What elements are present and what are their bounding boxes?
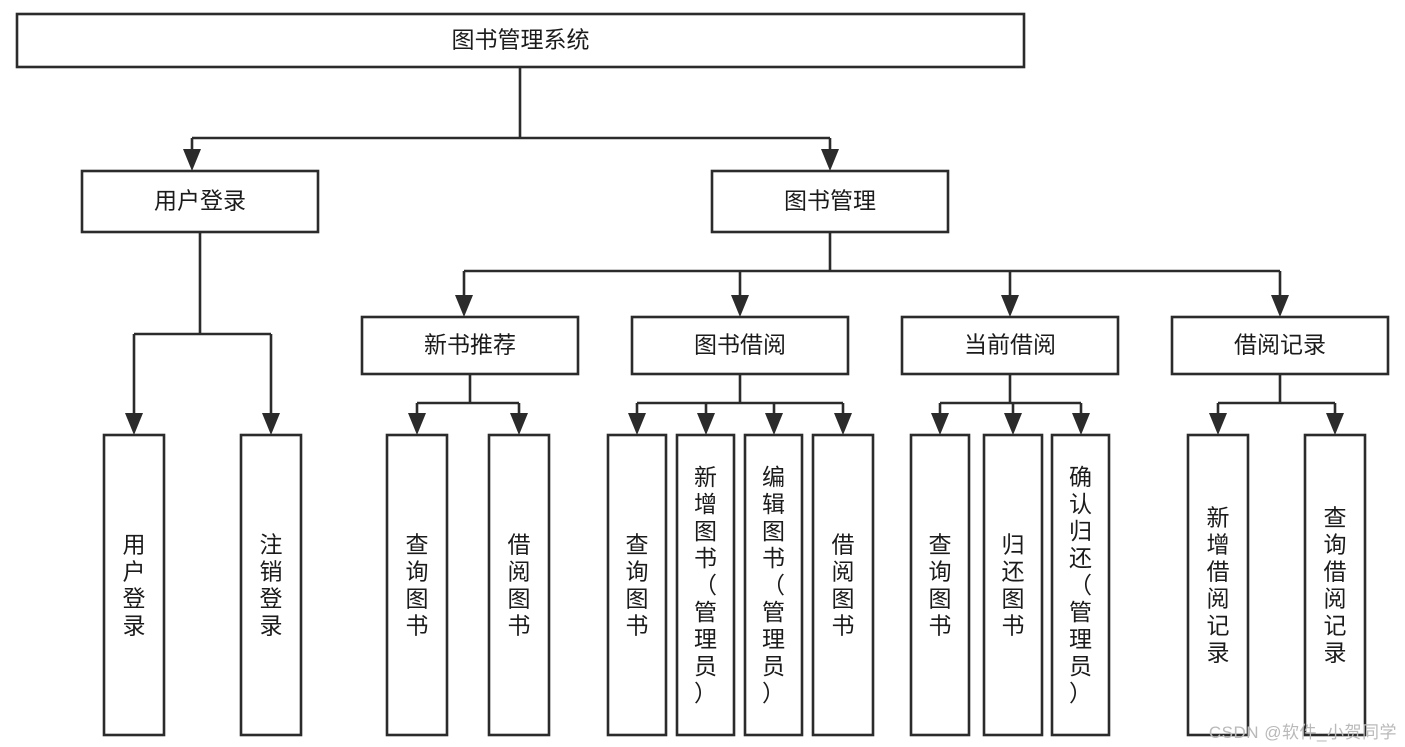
node-leaf-borrow-book-2[interactable]: 借阅图书 [811,433,875,737]
node-leaf-borrow-book-1[interactable]: 借阅图书 [487,433,551,737]
node-new-book-rec[interactable]: 新书推荐 [360,315,580,376]
node-book-borrow-box[interactable] [630,315,850,376]
node-leaf-confirm-return-label: 确认归还（管理员） [1069,464,1092,706]
branch-3-leaf-1-arrow-icon [1326,413,1344,435]
branch-0-leaf-0-arrow-icon [408,413,426,435]
node-leaf-query-book-2-box[interactable] [606,433,668,737]
node-layer: 图书管理系统用户登录图书管理新书推荐图书借阅当前借阅借阅记录用户登录注销登录查询… [15,12,1390,737]
node-leaf-borrow-book-1-box[interactable] [487,433,551,737]
node-root-system-box[interactable] [15,12,1026,69]
node-user-login[interactable]: 用户登录 [80,169,320,234]
node-leaf-query-book-2-label: 查询图书 [626,532,649,639]
branch-1-leaf-3-arrow-icon [834,413,852,435]
branch-2-leaf-1-arrow-icon [1004,413,1022,435]
node-root-system[interactable]: 图书管理系统 [15,12,1026,69]
node-book-borrow-label: 图书借阅 [694,332,786,358]
node-leaf-user-logout-box[interactable] [239,433,303,737]
node-user-login-label: 用户登录 [154,188,246,214]
node-root-system-label: 图书管理系统 [452,27,590,53]
node-leaf-confirm-return-box[interactable] [1050,433,1111,737]
node-book-manage[interactable]: 图书管理 [710,169,950,234]
book-manage-to-book-borrow-arrow-icon [731,295,749,317]
node-leaf-query-record[interactable]: 查询借阅记录 [1303,433,1367,737]
branch-2-leaf-2-arrow-icon [1072,413,1090,435]
user-login-leaf-1-arrow-icon [262,413,280,435]
node-leaf-user-logout-label: 注销登录 [260,532,283,639]
node-current-borrow-label: 当前借阅 [964,332,1056,358]
node-leaf-query-record-label: 查询借阅记录 [1324,505,1347,666]
node-leaf-add-record[interactable]: 新增借阅记录 [1186,433,1250,737]
node-leaf-edit-book[interactable]: 编辑图书（管理员） [743,433,804,737]
node-leaf-return-book[interactable]: 归还图书 [982,433,1044,737]
node-leaf-edit-book-label: 编辑图书（管理员） [762,464,785,706]
node-leaf-add-book-label: 新增图书（管理员） [694,464,717,706]
node-leaf-edit-book-box[interactable] [743,433,804,737]
book-manage-to-current-borrow-arrow-icon [1001,295,1019,317]
branch-3-leaf-0-arrow-icon [1209,413,1227,435]
node-borrow-record[interactable]: 借阅记录 [1170,315,1390,376]
node-leaf-query-book-1-label: 查询图书 [406,532,429,639]
branch-1-leaf-2-arrow-icon [765,413,783,435]
branch-1-leaf-0-arrow-icon [628,413,646,435]
node-user-login-box[interactable] [80,169,320,234]
branch-1-leaf-1-arrow-icon [697,413,715,435]
node-borrow-record-label: 借阅记录 [1234,332,1326,358]
node-leaf-borrow-book-2-box[interactable] [811,433,875,737]
node-leaf-query-book-3-label: 查询图书 [929,532,952,639]
node-book-manage-label: 图书管理 [784,188,876,214]
node-book-borrow[interactable]: 图书借阅 [630,315,850,376]
node-leaf-query-book-3-box[interactable] [909,433,971,737]
node-leaf-user-login-box[interactable] [102,433,166,737]
node-leaf-user-login[interactable]: 用户登录 [102,433,166,737]
node-leaf-query-record-box[interactable] [1303,433,1367,737]
node-book-manage-box[interactable] [710,169,950,234]
connector-layer [125,67,1344,435]
node-leaf-query-book-2[interactable]: 查询图书 [606,433,668,737]
node-borrow-record-box[interactable] [1170,315,1390,376]
node-current-borrow-box[interactable] [900,315,1120,376]
node-leaf-query-book-3[interactable]: 查询图书 [909,433,971,737]
node-leaf-query-book-1[interactable]: 查询图书 [385,433,449,737]
node-new-book-rec-label: 新书推荐 [424,332,516,358]
node-leaf-confirm-return[interactable]: 确认归还（管理员） [1050,433,1111,737]
root-to-book-manage-arrow-icon [821,149,839,171]
node-leaf-user-login-label: 用户登录 [123,532,146,639]
node-leaf-add-book-box[interactable] [675,433,736,737]
branch-2-leaf-0-arrow-icon [931,413,949,435]
node-leaf-add-book[interactable]: 新增图书（管理员） [675,433,736,737]
node-new-book-rec-box[interactable] [360,315,580,376]
node-leaf-add-record-label: 新增借阅记录 [1207,505,1230,666]
branch-0-leaf-1-arrow-icon [510,413,528,435]
node-leaf-user-logout[interactable]: 注销登录 [239,433,303,737]
node-current-borrow[interactable]: 当前借阅 [900,315,1120,376]
book-manage-to-borrow-record-arrow-icon [1271,295,1289,317]
node-leaf-add-record-box[interactable] [1186,433,1250,737]
node-leaf-query-book-1-box[interactable] [385,433,449,737]
node-leaf-borrow-book-1-label: 借阅图书 [508,532,531,639]
root-to-user-login-arrow-icon [183,149,201,171]
node-leaf-borrow-book-2-label: 借阅图书 [832,532,855,639]
book-manage-to-new-book-rec-arrow-icon [455,295,473,317]
csdn-watermark: CSDN @软件_小贺同学 [1208,723,1397,742]
node-leaf-return-book-label: 归还图书 [1002,532,1025,639]
node-leaf-return-book-box[interactable] [982,433,1044,737]
user-login-leaf-0-arrow-icon [125,413,143,435]
